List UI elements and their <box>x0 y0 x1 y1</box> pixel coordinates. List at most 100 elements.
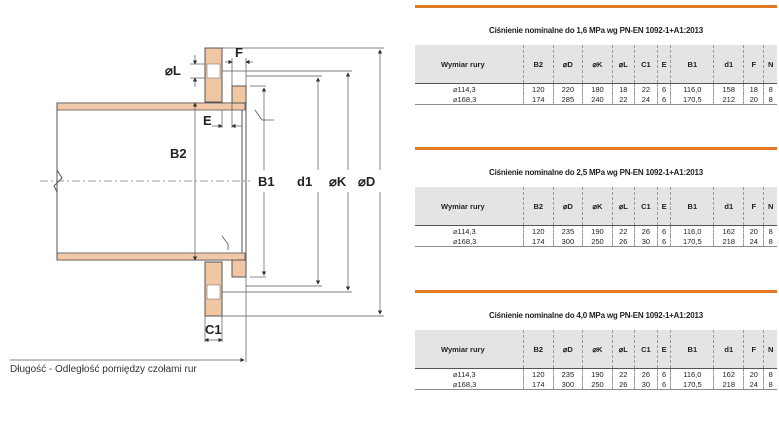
table-row: ⌀114,3 120 235 190 22 26 6 116,0 162 20 … <box>415 225 777 236</box>
table-cell: 162 <box>713 368 744 379</box>
table-cell: 285 <box>552 94 583 105</box>
table-cell: 22 <box>633 83 658 94</box>
col-header: C1 <box>633 187 658 226</box>
col-header: ⌀K <box>582 45 613 84</box>
length-caption: Długość - Odległość pomiędzy czołami rur <box>10 364 197 375</box>
col-header: ⌀D <box>552 330 583 369</box>
label-b1: B1 <box>258 174 275 189</box>
col-header: Wymiar rury <box>415 330 524 369</box>
table-cell: 22 <box>611 94 635 105</box>
col-header: N <box>763 45 777 84</box>
table-cell: 250 <box>582 236 613 247</box>
table-cell: 8 <box>763 225 777 236</box>
col-header: ⌀K <box>582 330 613 369</box>
col-header: d1 <box>713 187 744 226</box>
table-row: ⌀168,3 174 300 250 26 30 6 170,5 218 24 … <box>415 379 777 390</box>
table-cell: 218 <box>713 236 744 247</box>
table-cell: 162 <box>713 225 744 236</box>
table-cell: 24 <box>633 94 658 105</box>
table-title: Ciśnienie nominalne do 4,0 MPa wg PN-EN … <box>489 311 703 320</box>
table-cell: 240 <box>582 94 613 105</box>
table-cell: 8 <box>763 236 777 247</box>
pn16-table-block: Ciśnienie nominalne do 1,6 MPa wg PN-EN … <box>415 5 777 105</box>
table-cell: ⌀168,3 <box>415 379 524 390</box>
collar-bottom <box>231 259 247 278</box>
table-cell: 190 <box>582 225 613 236</box>
pipe-body <box>56 102 243 261</box>
table-cell: 220 <box>552 83 583 94</box>
table-title: Ciśnienie nominalne do 2,5 MPa wg PN-EN … <box>489 168 703 177</box>
table-cell: 18 <box>743 83 764 94</box>
col-header: B2 <box>523 187 554 226</box>
table-cell: 18 <box>611 83 635 94</box>
table-cell: ⌀168,3 <box>415 94 524 105</box>
col-header: E <box>657 187 671 226</box>
table-cell: 24 <box>743 236 764 247</box>
table-cell: ⌀168,3 <box>415 236 524 247</box>
col-header: B2 <box>523 45 554 84</box>
pn25-table-block: Ciśnienie nominalne do 2,5 MPa wg PN-EN … <box>415 147 777 247</box>
table-cell: 174 <box>523 379 554 390</box>
col-header: B1 <box>670 330 714 369</box>
col-header: B1 <box>670 187 714 226</box>
table-cell: 116,0 <box>670 368 714 379</box>
table-header-row: Wymiar rury B2 ⌀D ⌀K ⌀L C1 E B1 d1 F N <box>415 187 777 226</box>
table-cell: 6 <box>657 83 671 94</box>
table-cell: 120 <box>523 225 554 236</box>
table-cell: 26 <box>633 225 658 236</box>
col-header: d1 <box>713 45 744 84</box>
table-cell: ⌀114,3 <box>415 368 524 379</box>
table-cell: 174 <box>523 94 554 105</box>
table-cell: 8 <box>763 83 777 94</box>
table-cell: 300 <box>552 379 583 390</box>
dimension-table: Wymiar rury B2 ⌀D ⌀K ⌀L C1 E B1 d1 F N ⌀… <box>415 45 777 105</box>
table-cell: 170,5 <box>670 236 714 247</box>
accent-rule <box>415 5 777 8</box>
col-header: Wymiar rury <box>415 187 524 226</box>
table-cell: 8 <box>763 94 777 105</box>
accent-rule <box>415 290 777 293</box>
table-cell: 235 <box>552 368 583 379</box>
table-cell: 20 <box>743 225 764 236</box>
table-cell: 180 <box>582 83 613 94</box>
table-cell: 6 <box>657 94 671 105</box>
table-cell: 218 <box>713 379 744 390</box>
table-cell: 120 <box>523 83 554 94</box>
col-header: ⌀D <box>552 45 583 84</box>
table-cell: 30 <box>633 236 658 247</box>
table-cell: 6 <box>657 236 671 247</box>
col-header: F <box>743 187 764 226</box>
table-cell: 26 <box>633 368 658 379</box>
table-cell: 116,0 <box>670 225 714 236</box>
label-oD: ⌀D <box>358 174 375 189</box>
table-cell: 174 <box>523 236 554 247</box>
table-cell: 170,5 <box>670 94 714 105</box>
accent-rule <box>415 147 777 150</box>
pn40-table-block: Ciśnienie nominalne do 4,0 MPa wg PN-EN … <box>415 290 777 390</box>
pipe-wall-top <box>56 102 246 111</box>
table-cell: 158 <box>713 83 744 94</box>
col-header: C1 <box>633 45 658 84</box>
col-header: B1 <box>670 45 714 84</box>
col-header: C1 <box>633 330 658 369</box>
table-cell: ⌀114,3 <box>415 225 524 236</box>
table-cell: 6 <box>657 368 671 379</box>
label-oL: ⌀L <box>165 63 181 78</box>
table-header-row: Wymiar rury B2 ⌀D ⌀K ⌀L C1 E B1 d1 F N <box>415 45 777 84</box>
label-c1: C1 <box>205 322 222 337</box>
table-cell: 20 <box>743 94 764 105</box>
table-cell: 26 <box>611 379 635 390</box>
table-cell: 190 <box>582 368 613 379</box>
table-row: ⌀168,3 174 300 250 26 30 6 170,5 218 24 … <box>415 236 777 247</box>
table-cell: 6 <box>657 379 671 390</box>
col-header: d1 <box>713 330 744 369</box>
table-cell: 26 <box>611 236 635 247</box>
table-row: ⌀114,3 120 220 180 18 22 6 116,0 158 18 … <box>415 83 777 94</box>
col-header: ⌀D <box>552 187 583 226</box>
table-cell: 250 <box>582 379 613 390</box>
table-cell: 8 <box>763 368 777 379</box>
table-cell: 212 <box>713 94 744 105</box>
table-cell: 6 <box>657 225 671 236</box>
label-d1: d1 <box>297 174 312 189</box>
table-cell: ⌀114,3 <box>415 83 524 94</box>
